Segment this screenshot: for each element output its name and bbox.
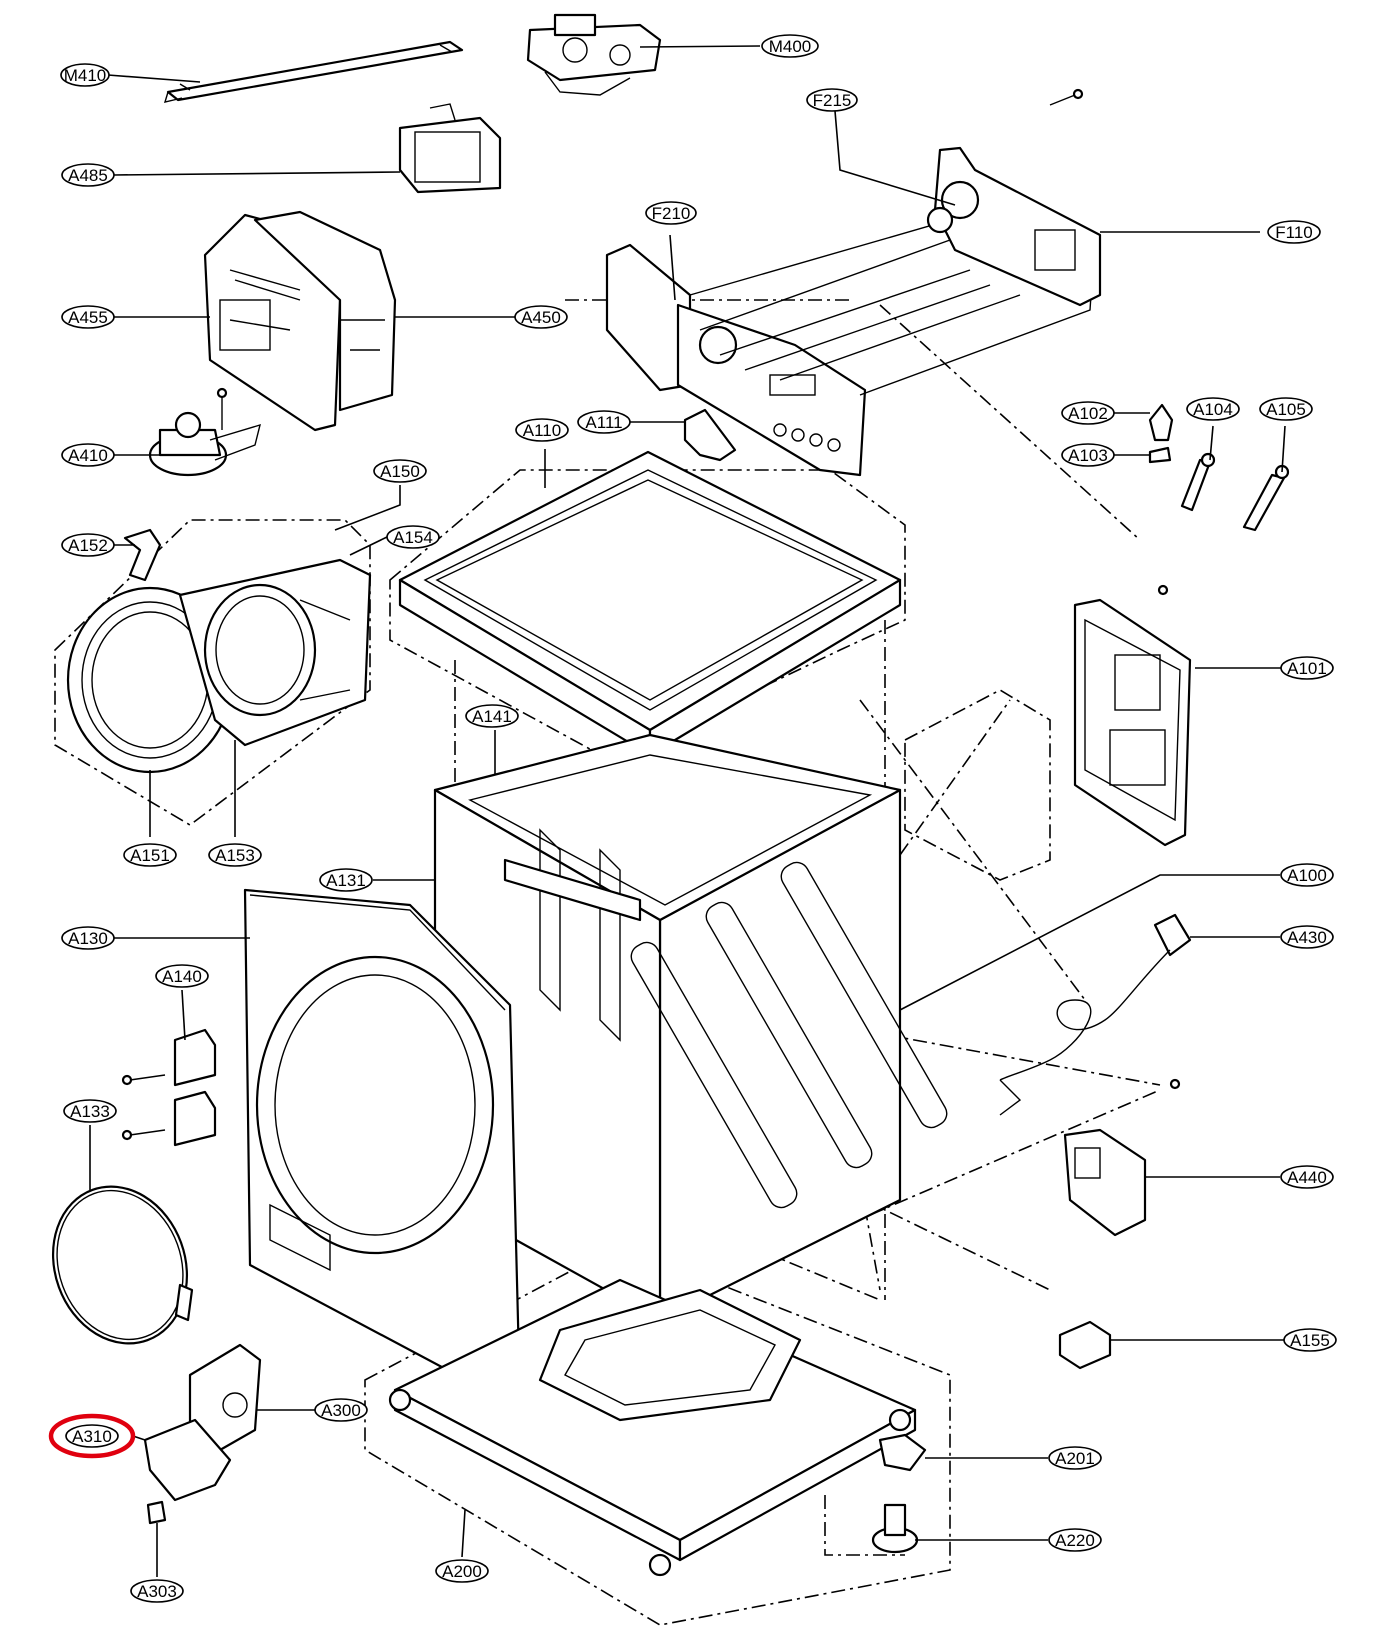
callout-m410-text: M410 xyxy=(64,66,107,85)
callout-a151-text: A151 xyxy=(130,846,170,865)
part-a102-a103-small xyxy=(1148,403,1174,464)
callout-f110: F110 xyxy=(1267,220,1321,244)
callout-m410: M410 xyxy=(60,63,110,87)
part-a430-power-cord xyxy=(999,913,1192,1116)
callout-m400-text: M400 xyxy=(769,37,812,56)
callout-a104: A104 xyxy=(1186,397,1240,421)
callout-a300-text: A300 xyxy=(321,1401,361,1420)
callout-a485: A485 xyxy=(61,163,115,187)
callout-a155: A155 xyxy=(1283,1328,1337,1352)
callout-a130: A130 xyxy=(61,926,115,950)
callout-a103: A103 xyxy=(1061,443,1115,467)
callout-a440-text: A440 xyxy=(1287,1168,1327,1187)
part-a101-back-panel xyxy=(1073,584,1192,847)
callout-a103-text: A103 xyxy=(1068,446,1108,465)
part-a104-a105-dampers xyxy=(1180,452,1290,532)
callout-a110-text: A110 xyxy=(523,421,561,440)
part-a201-bracket xyxy=(878,1433,927,1472)
callout-a150-text: A150 xyxy=(380,462,420,481)
callout-a310-text: A310 xyxy=(72,1427,112,1446)
callout-a410: A410 xyxy=(61,443,115,467)
callout-a105-text: A105 xyxy=(1266,400,1306,419)
callout-a111: A111 xyxy=(577,410,631,434)
callout-a200-text: A200 xyxy=(442,1562,482,1581)
part-a440-door-lock xyxy=(1063,1078,1181,1237)
callout-a310: A310 xyxy=(65,1424,119,1448)
callout-a201-text: A201 xyxy=(1055,1449,1095,1468)
callout-f215: F215 xyxy=(806,88,858,112)
part-control-panel xyxy=(605,88,1102,477)
callout-a101: A101 xyxy=(1280,656,1334,680)
part-a155-cap xyxy=(1058,1320,1112,1370)
callout-a100: A100 xyxy=(1280,863,1334,887)
callout-f215-text: F215 xyxy=(813,91,852,110)
part-m400-valve xyxy=(526,13,662,96)
part-a310-cover xyxy=(143,1418,232,1502)
callout-a140: A140 xyxy=(155,964,209,988)
callout-a140-text: A140 xyxy=(162,967,202,986)
callout-a153-text: A153 xyxy=(215,846,255,865)
callout-a450-text: A450 xyxy=(521,308,561,327)
callout-a455: A455 xyxy=(61,305,115,329)
callout-a410-text: A410 xyxy=(68,446,108,465)
callout-a303-text: A303 xyxy=(137,1582,177,1601)
callout-a152-text: A152 xyxy=(68,536,108,555)
callout-a450: A450 xyxy=(514,305,568,329)
callout-a220: A220 xyxy=(1048,1528,1102,1552)
part-a150-door-assembly xyxy=(66,558,372,774)
callout-a430: A430 xyxy=(1280,925,1334,949)
callout-a440: A440 xyxy=(1280,1165,1334,1189)
callout-m400: M400 xyxy=(761,34,819,58)
callout-a152: A152 xyxy=(61,533,115,557)
callout-a104-text: A104 xyxy=(1193,400,1233,419)
callout-a151: A151 xyxy=(123,843,177,867)
part-a133-clamp xyxy=(51,1185,194,1345)
callout-f110-text: F110 xyxy=(1275,223,1313,242)
part-a303-screw xyxy=(146,1500,167,1525)
callout-a303: A303 xyxy=(130,1579,184,1603)
part-a152-handle xyxy=(123,528,162,582)
callout-a110: A110 xyxy=(515,418,569,442)
callout-a300: A300 xyxy=(314,1398,368,1422)
callout-a133: A133 xyxy=(63,1099,117,1123)
callout-f210-text: F210 xyxy=(652,204,691,223)
part-a110-top-plate xyxy=(398,450,902,757)
callout-a101-text: A101 xyxy=(1287,659,1327,678)
callout-a131: A131 xyxy=(319,868,373,892)
callout-a201: A201 xyxy=(1048,1446,1102,1470)
callout-a485-text: A485 xyxy=(68,166,108,185)
part-a455-a450-pcb xyxy=(203,210,397,432)
callout-a200: A200 xyxy=(435,1559,489,1583)
callout-a150: A150 xyxy=(373,459,427,483)
part-a485-board xyxy=(398,103,502,194)
part-a111-bracket xyxy=(683,408,737,462)
part-m410-rail xyxy=(163,40,464,103)
callout-a111-text: A111 xyxy=(585,413,622,432)
highlight-ring-a310 xyxy=(48,1413,136,1459)
callout-a130-text: A130 xyxy=(68,929,108,948)
callout-a100-text: A100 xyxy=(1287,866,1327,885)
callout-a102-text: A102 xyxy=(1068,404,1108,423)
callout-a154: A154 xyxy=(386,525,440,549)
callout-a131-text: A131 xyxy=(326,871,366,890)
callout-labels: M410 M400 A485 F215 F210 F110 A455 A450 … xyxy=(60,34,1337,1603)
part-a410-pressure-switch xyxy=(148,387,261,477)
part-a140-hinge xyxy=(121,1028,217,1147)
callout-a430-text: A430 xyxy=(1287,928,1327,947)
callout-a220-text: A220 xyxy=(1055,1531,1095,1550)
callout-a133-text: A133 xyxy=(70,1102,110,1121)
callout-a153: A153 xyxy=(208,843,262,867)
part-a200-base xyxy=(388,1278,917,1577)
part-a220-foot xyxy=(871,1503,919,1554)
callout-a455-text: A455 xyxy=(68,308,108,327)
part-a130-front-panel xyxy=(243,888,522,1402)
callout-f210: F210 xyxy=(645,201,697,225)
callout-a154-text: A154 xyxy=(393,528,433,547)
callout-a102: A102 xyxy=(1061,401,1115,425)
callout-a141-text: A141 xyxy=(472,707,512,726)
callout-a141: A141 xyxy=(465,704,519,728)
callout-a105: A105 xyxy=(1259,397,1313,421)
callout-a155-text: A155 xyxy=(1290,1331,1330,1350)
